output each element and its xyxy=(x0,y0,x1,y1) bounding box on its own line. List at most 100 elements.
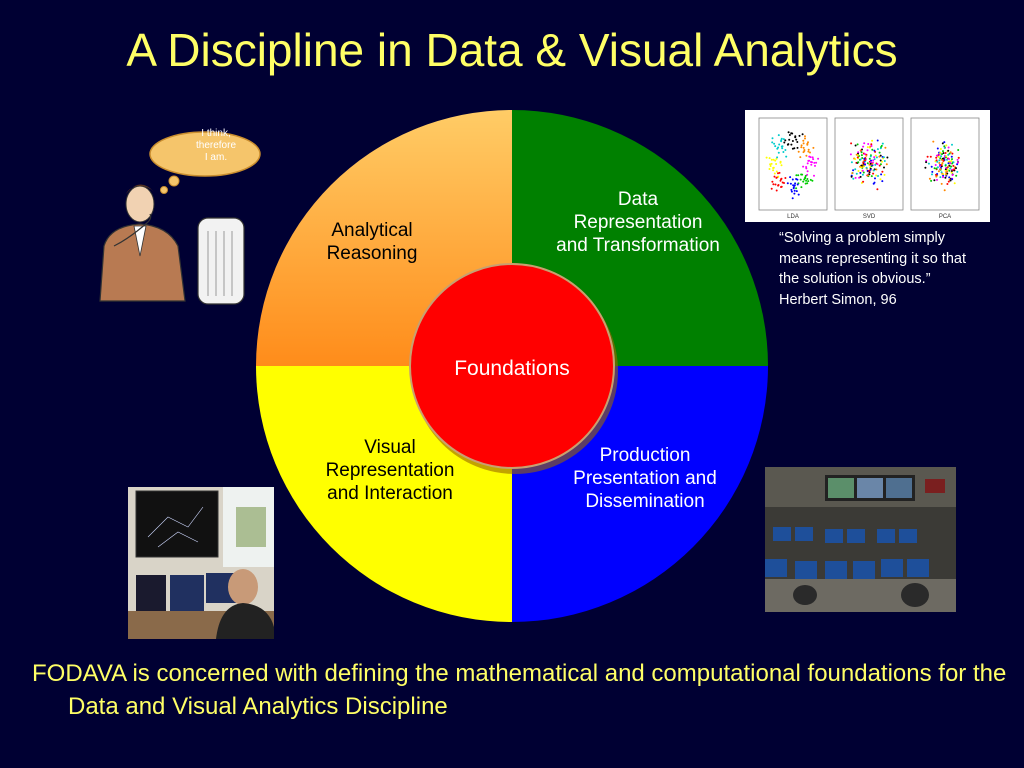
scatter-point xyxy=(811,179,814,182)
scatter-point xyxy=(948,176,951,179)
scatter-point xyxy=(935,167,938,170)
scatter-point xyxy=(777,151,780,154)
scatter-point xyxy=(781,147,784,150)
scatter-point xyxy=(796,141,799,143)
scatter-point xyxy=(793,189,796,192)
scatter-point xyxy=(772,183,775,186)
scatter-point xyxy=(937,170,940,173)
scatter-point xyxy=(951,152,954,155)
scatter-label-svd: SVD xyxy=(863,214,876,220)
scatter-point xyxy=(879,163,882,166)
scatter-point xyxy=(793,192,796,195)
scatter-point xyxy=(769,165,772,167)
scatter-point xyxy=(772,158,775,161)
scatter-point xyxy=(871,139,874,142)
scatter-point xyxy=(790,143,793,146)
scatter-point xyxy=(940,182,943,185)
scatter-point xyxy=(879,159,882,162)
scatter-point xyxy=(854,144,857,147)
scatter-point xyxy=(855,172,858,175)
scatter-point xyxy=(866,146,869,149)
scatter-point xyxy=(817,157,820,160)
scatter-point xyxy=(950,155,953,158)
scatter-point xyxy=(881,170,884,173)
scatter-point xyxy=(773,172,776,175)
scatter-point xyxy=(948,152,951,155)
scatter-point xyxy=(936,147,939,150)
scatter-point xyxy=(791,140,794,142)
scatter-point xyxy=(786,182,789,185)
scatter-point xyxy=(882,156,885,159)
scatter-point xyxy=(797,193,800,196)
scatter-point xyxy=(804,174,807,177)
scatter-point xyxy=(776,156,779,159)
scatter-point xyxy=(810,163,813,166)
scatter-point xyxy=(862,161,865,164)
scatter-point xyxy=(777,184,780,186)
label-production-presentation: Production Presentation and Disseminatio… xyxy=(573,445,717,512)
scatter-point xyxy=(881,160,883,163)
scatter-point xyxy=(859,175,862,178)
scatter-point xyxy=(785,155,788,158)
scatter-point xyxy=(777,172,779,175)
scatter-point xyxy=(930,179,933,182)
scatter-point xyxy=(940,171,943,174)
scatter-point xyxy=(949,179,952,182)
scatter-point xyxy=(873,156,876,159)
scatter-point xyxy=(948,158,950,160)
scatter-point xyxy=(813,174,815,177)
scatter-point xyxy=(865,166,868,169)
scatter-point xyxy=(869,161,872,164)
label-visual-representation: Visual Representation and Interaction xyxy=(325,437,455,504)
thought-bubble-text: I think, therefore I am. xyxy=(195,128,237,163)
scatter-point xyxy=(871,162,874,165)
scatter-point xyxy=(807,141,809,144)
scatter-point xyxy=(957,156,960,159)
scatter-point xyxy=(939,151,942,154)
scatter-point xyxy=(809,156,812,159)
scatter-point xyxy=(801,133,804,136)
scatter-point xyxy=(806,143,809,146)
scatter-point xyxy=(765,156,768,159)
scatter-point xyxy=(933,167,936,170)
scatter-point xyxy=(800,173,803,176)
scatter-point xyxy=(795,174,798,177)
scatter-point xyxy=(951,158,953,161)
scatter-point xyxy=(943,146,946,149)
scatter-point xyxy=(866,169,869,172)
scatter-point xyxy=(860,151,863,154)
scatter-point xyxy=(796,178,799,181)
scatter-point xyxy=(806,182,809,185)
scatter-point xyxy=(867,143,870,145)
scatter-point xyxy=(950,171,953,174)
scatter-point xyxy=(939,168,942,170)
scatter-point xyxy=(884,146,887,149)
scatter-point xyxy=(944,176,947,179)
scatter-point xyxy=(779,161,782,164)
scatter-point xyxy=(768,168,771,170)
scatter-point xyxy=(939,176,942,179)
scatter-point xyxy=(936,160,939,163)
scatter-point xyxy=(807,180,810,183)
scatter-point xyxy=(792,187,795,190)
scatter-point xyxy=(774,183,777,186)
scatter-point xyxy=(804,177,807,180)
person-icon xyxy=(99,184,186,302)
scatter-point xyxy=(775,157,778,160)
scatter-point xyxy=(777,134,780,137)
scatter-point xyxy=(862,171,865,174)
scatter-point xyxy=(803,150,806,152)
scatter-point xyxy=(956,163,959,166)
scatter-point xyxy=(796,146,799,149)
scatter-point xyxy=(863,157,866,160)
scatter-point xyxy=(870,143,873,146)
scatter-point xyxy=(947,162,950,165)
slide-title: A Discipline in Data & Visual Analytics xyxy=(126,24,898,76)
scatter-point xyxy=(869,155,872,158)
scatter-point xyxy=(956,158,959,161)
scatter-point xyxy=(780,137,783,140)
scatter-point xyxy=(856,143,859,146)
scatter-point xyxy=(863,165,865,168)
scatter-point xyxy=(950,165,953,168)
scatter-point xyxy=(940,164,943,167)
